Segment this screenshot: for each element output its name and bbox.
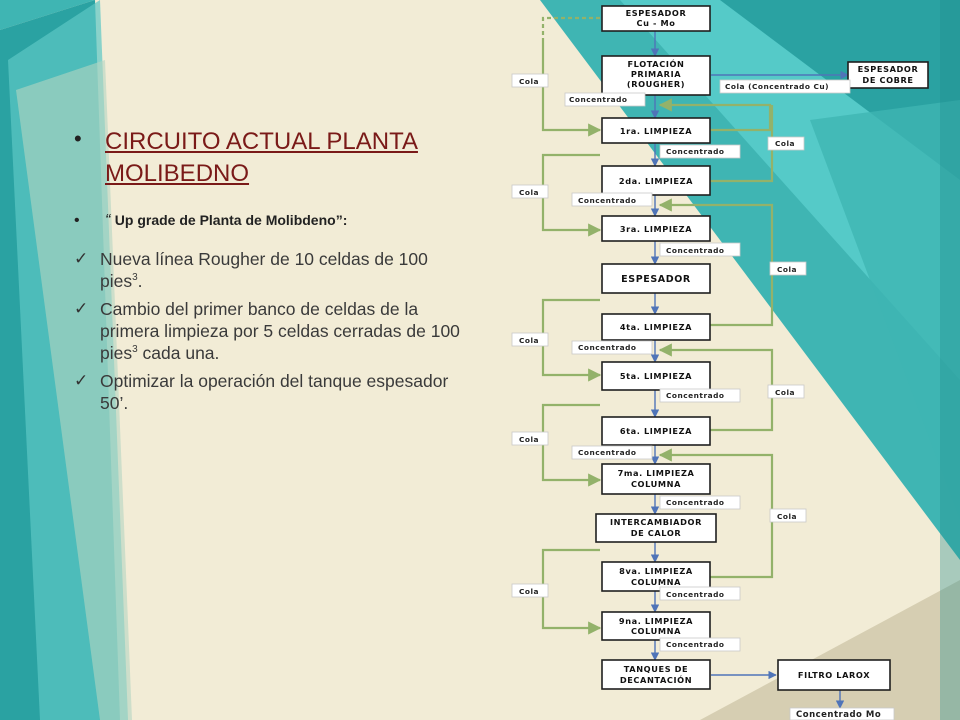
svg-text:INTERCAMBIADOR: INTERCAMBIADOR — [610, 517, 702, 527]
svg-text:Cola (Concentrado Cu): Cola (Concentrado Cu) — [725, 82, 829, 91]
svg-text:COLUMNA: COLUMNA — [631, 626, 681, 636]
svg-text:5ta. LIMPIEZA: 5ta. LIMPIEZA — [620, 371, 692, 381]
svg-text:DECANTACIÓN: DECANTACIÓN — [620, 674, 692, 685]
svg-text:Cola: Cola — [777, 512, 797, 521]
svg-text:9na. LIMPIEZA: 9na. LIMPIEZA — [619, 616, 693, 626]
svg-text:FILTRO LAROX: FILTRO LAROX — [798, 670, 870, 680]
superscript: 3 — [132, 272, 138, 284]
svg-text:ESPESADOR: ESPESADOR — [858, 64, 919, 74]
svg-text:Concentrado: Concentrado — [578, 196, 636, 205]
svg-text:Concentrado: Concentrado — [666, 590, 724, 599]
checkmark-icon: ✓ — [74, 371, 89, 390]
box-espesador: ESPESADOR — [601, 263, 711, 294]
svg-text:Concentrado: Concentrado — [578, 448, 636, 457]
svg-text:Cola: Cola — [519, 336, 539, 345]
slide-title: CIRCUITO ACTUAL PLANTA MOLIBEDNO — [105, 128, 418, 187]
svg-text:Concentrado Mo: Concentrado Mo — [796, 710, 881, 720]
svg-text:Cola: Cola — [775, 139, 795, 148]
box-limpieza-3: 3ra. LIMPIEZA — [601, 215, 711, 242]
svg-text:Cola: Cola — [775, 388, 795, 397]
box-limpieza-6: 6ta. LIMPIEZA — [601, 416, 711, 446]
svg-text:Cola: Cola — [519, 587, 539, 596]
svg-text:Cu - Mo: Cu - Mo — [637, 18, 676, 28]
svg-text:7ma. LIMPIEZA: 7ma. LIMPIEZA — [618, 468, 695, 478]
box-limpieza-2: 2da. LIMPIEZA — [601, 165, 711, 196]
box-filtro-larox: FILTRO LAROX — [777, 659, 891, 691]
check-item: ✓ Cambio del primer banco de celdas de l… — [70, 298, 470, 364]
svg-text:1ra. LIMPIEZA: 1ra. LIMPIEZA — [620, 126, 692, 136]
bullet-dot: • — [74, 212, 80, 229]
svg-text:DE COBRE: DE COBRE — [862, 75, 913, 85]
svg-text:ESPESADOR: ESPESADOR — [621, 274, 691, 285]
svg-text:2da. LIMPIEZA: 2da. LIMPIEZA — [619, 176, 693, 186]
subtitle-bullet: • “ Up grade de Planta de Molibdeno”: — [70, 212, 470, 230]
svg-text:Cola: Cola — [777, 265, 797, 274]
svg-text:6ta. LIMPIEZA: 6ta. LIMPIEZA — [620, 426, 692, 436]
check-item-tail: cada una. — [137, 343, 220, 363]
box-limpieza-1: 1ra. LIMPIEZA — [601, 117, 711, 144]
box-limpieza-9: 9na. LIMPIEZA COLUMNA — [601, 611, 711, 641]
subtitle-open-quote: “ — [105, 212, 115, 229]
check-item-text: Optimizar la operación del tanque espesa… — [100, 371, 449, 413]
checkmark-icon: ✓ — [74, 249, 89, 268]
superscript: 3 — [132, 344, 138, 356]
main-flow-arrows — [650, 31, 849, 709]
box-tanques-decantacion: TANQUES DE DECANTACIÓN — [601, 659, 711, 690]
check-item: ✓ Optimizar la operación del tanque espe… — [70, 370, 470, 414]
tags: Cola Concentrado Cola (Concentrado Cu) C… — [511, 73, 895, 720]
svg-text:TANQUES DE: TANQUES DE — [624, 664, 688, 674]
svg-text:Concentrado: Concentrado — [578, 343, 636, 352]
box-espesador-cobre: ESPESADOR DE COBRE — [847, 61, 929, 89]
box-intercambiador: INTERCAMBIADOR DE CALOR — [595, 513, 717, 543]
svg-text:PRIMARIA: PRIMARIA — [631, 69, 681, 79]
box-limpieza-5: 5ta. LIMPIEZA — [601, 361, 711, 391]
check-item-tail: . — [137, 271, 143, 291]
svg-text:Concentrado: Concentrado — [666, 246, 724, 255]
subtitle-text: Up grade de Planta de Molibdeno — [114, 212, 336, 228]
svg-text:Cola: Cola — [519, 435, 539, 444]
svg-text:Concentrado: Concentrado — [666, 498, 724, 507]
svg-text:Cola: Cola — [519, 77, 539, 86]
svg-text:Cola: Cola — [519, 188, 539, 197]
checklist: ✓ Nueva línea Rougher de 10 celdas de 10… — [70, 248, 470, 414]
box-limpieza-7: 7ma. LIMPIEZA COLUMNA — [601, 463, 711, 495]
svg-text:3ra. LIMPIEZA: 3ra. LIMPIEZA — [620, 224, 692, 234]
svg-text:COLUMNA: COLUMNA — [631, 577, 681, 587]
svg-text:FLOTACIÓN: FLOTACIÓN — [627, 58, 684, 69]
svg-text:Concentrado: Concentrado — [666, 640, 724, 649]
box-flotacion-primaria: FLOTACIÓN PRIMARIA (ROUGHER) — [601, 55, 711, 96]
svg-text:4ta. LIMPIEZA: 4ta. LIMPIEZA — [620, 322, 692, 332]
title-bullet: • CIRCUITO ACTUAL PLANTA MOLIBEDNO — [70, 126, 470, 190]
check-item-text: Nueva línea Rougher de 10 celdas de 100 … — [100, 249, 428, 291]
svg-text:Concentrado: Concentrado — [569, 95, 627, 104]
bullet-dot: • — [74, 126, 82, 151]
svg-text:(ROUGHER): (ROUGHER) — [627, 79, 685, 89]
box-limpieza-4: 4ta. LIMPIEZA — [601, 313, 711, 341]
svg-text:DE CALOR: DE CALOR — [631, 528, 682, 538]
slide-subtitle: “ Up grade de Planta de Molibdeno”: — [105, 212, 348, 229]
box-espesador-cumo: ESPESADOR Cu - Mo — [601, 5, 711, 32]
box-limpieza-8: 8va. LIMPIEZA COLUMNA — [601, 561, 711, 592]
svg-text:COLUMNA: COLUMNA — [631, 479, 681, 489]
subtitle-close-quote: ”: — [335, 212, 348, 228]
svg-text:Concentrado: Concentrado — [666, 391, 724, 400]
checkmark-icon: ✓ — [74, 299, 89, 318]
text-panel: • CIRCUITO ACTUAL PLANTA MOLIBEDNO • “ U… — [70, 120, 470, 420]
svg-text:ESPESADOR: ESPESADOR — [626, 8, 687, 18]
check-item-text: Cambio del primer banco de celdas de la … — [100, 299, 460, 363]
svg-text:8va. LIMPIEZA: 8va. LIMPIEZA — [619, 566, 693, 576]
svg-text:Concentrado: Concentrado — [666, 147, 724, 156]
check-item: ✓ Nueva línea Rougher de 10 celdas de 10… — [70, 248, 470, 292]
